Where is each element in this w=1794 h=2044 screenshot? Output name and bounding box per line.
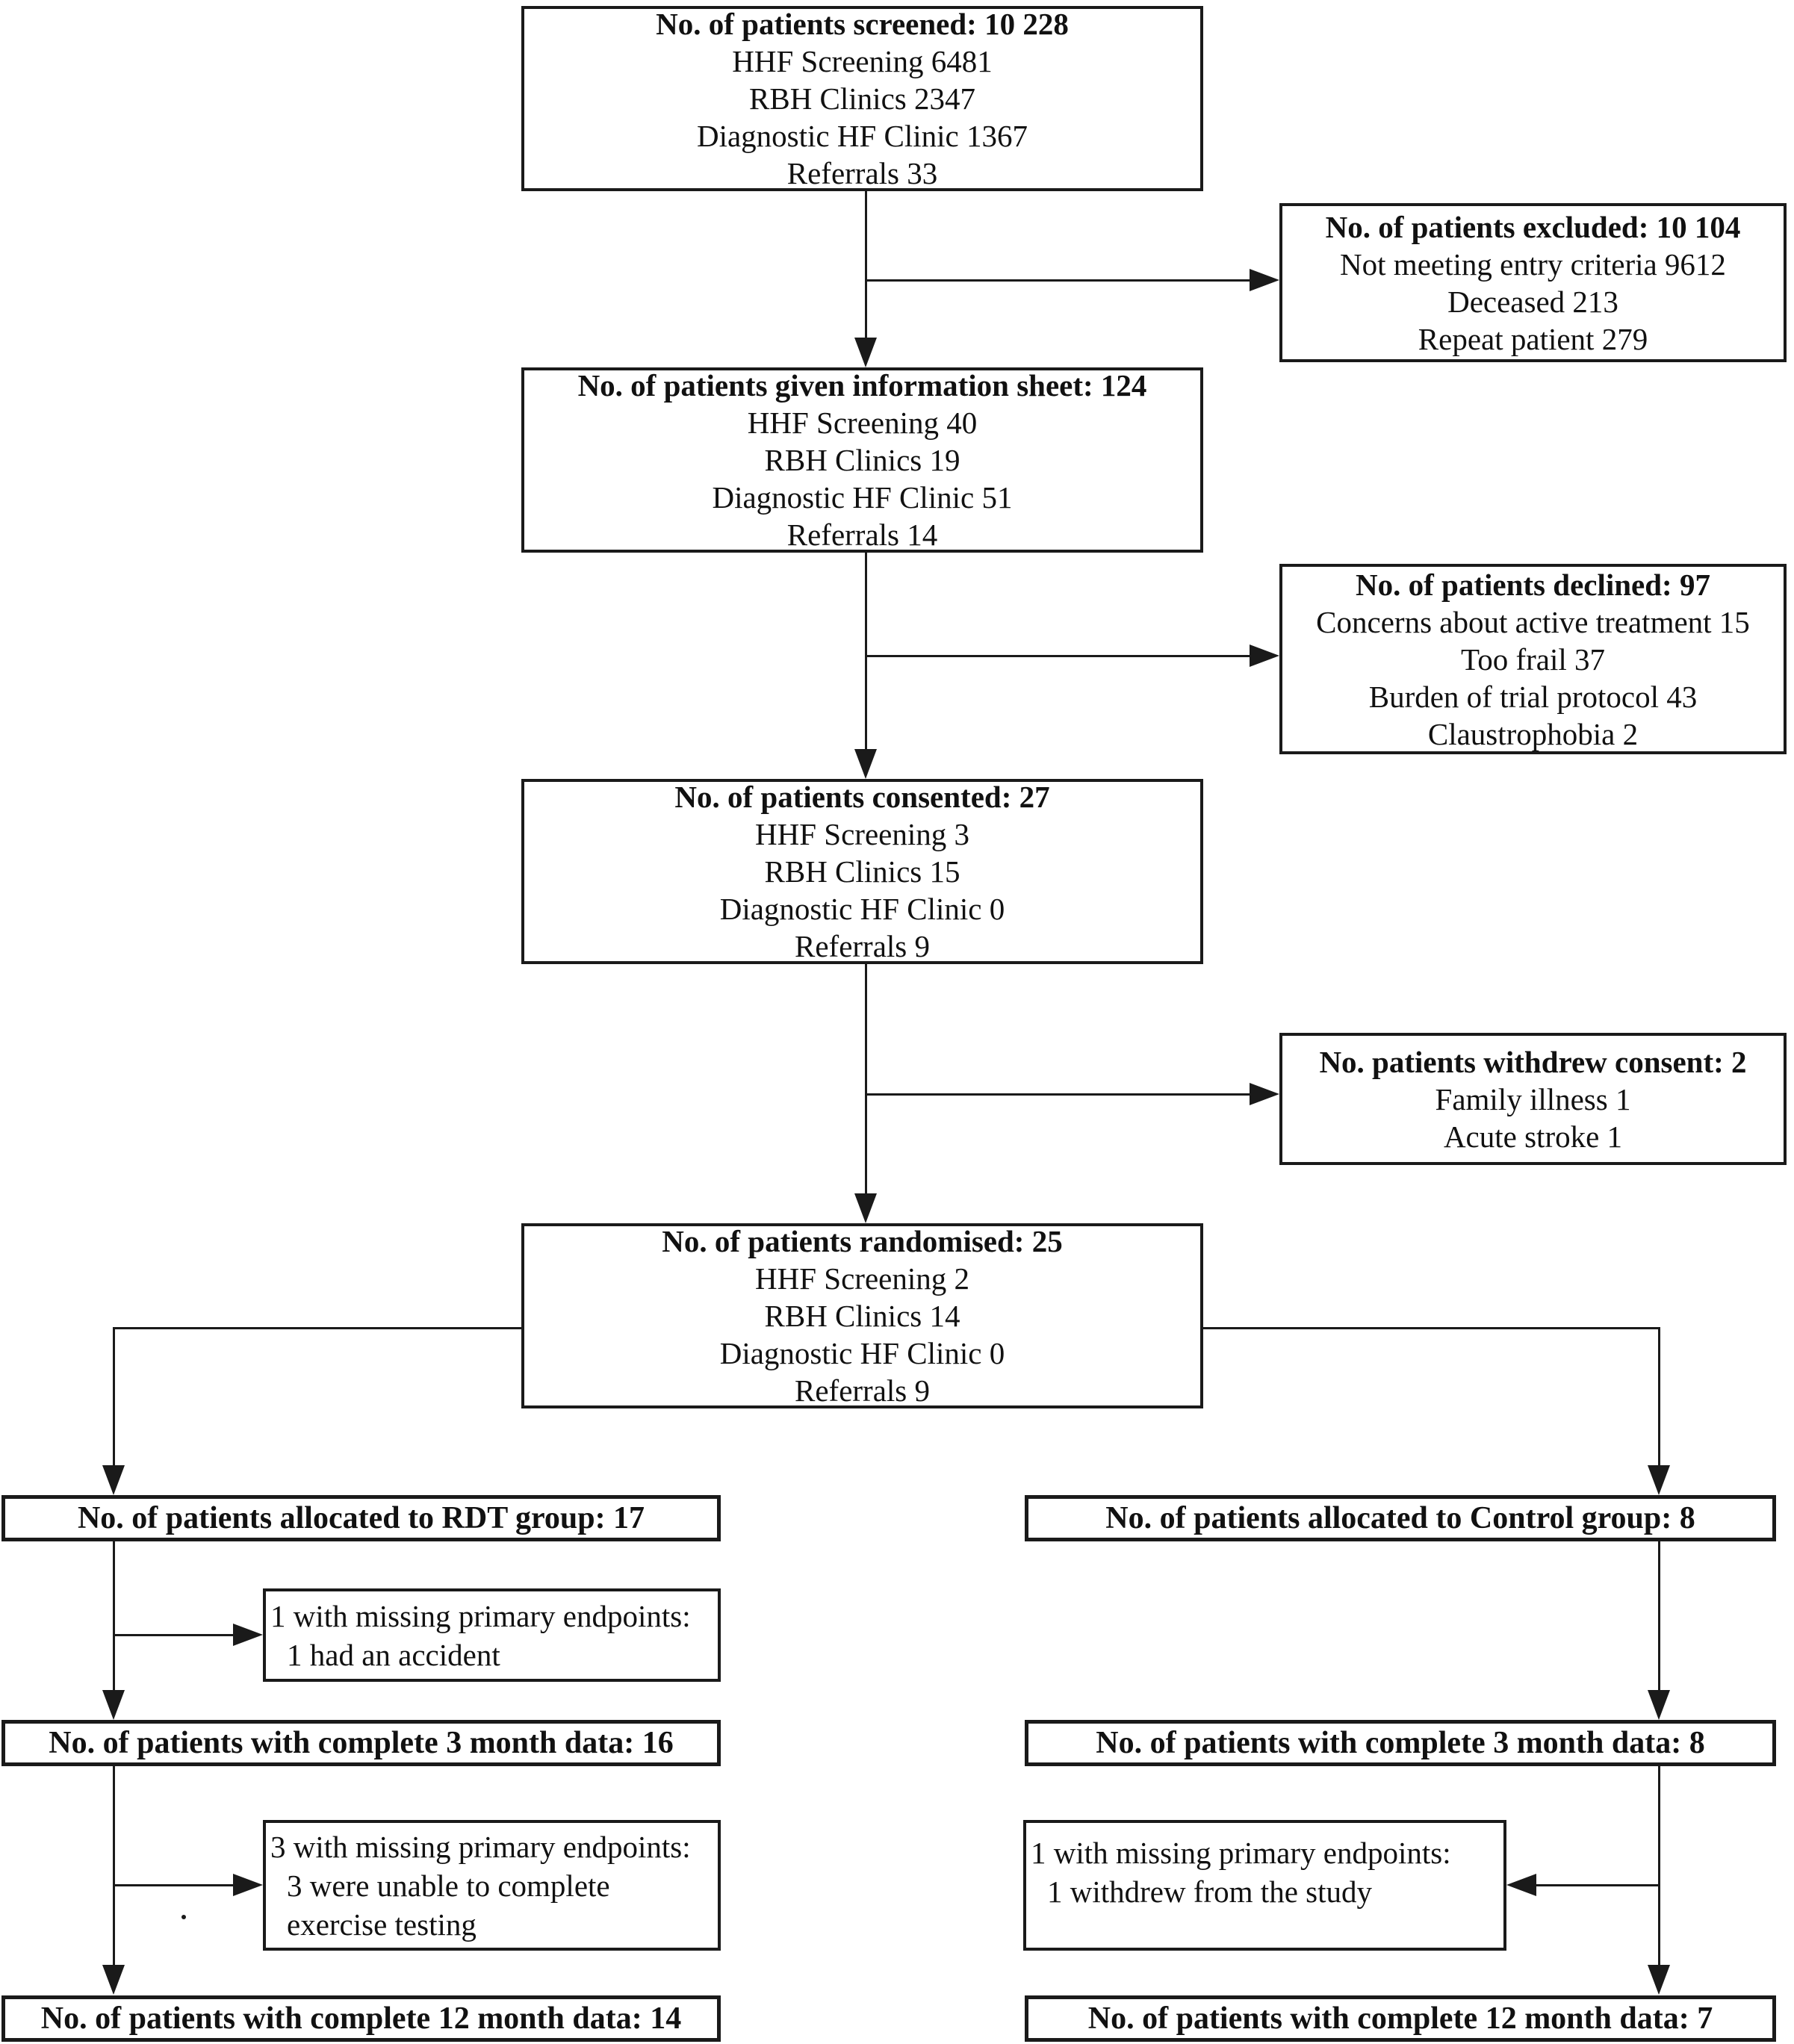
box-line: 1 with missing primary endpoints: bbox=[270, 1598, 691, 1633]
arrowhead-down bbox=[854, 338, 877, 367]
arrowhead-down bbox=[1648, 1465, 1670, 1495]
stray-dot bbox=[181, 1915, 186, 1919]
rdt-complete-12m-box: No. of patients with complete 12 month d… bbox=[1, 1995, 721, 2042]
connector-line bbox=[1658, 1327, 1660, 1465]
control-missing-12m-box: 1 with missing primary endpoints: 1 with… bbox=[1023, 1820, 1506, 1951]
rdt-missing-3m-box: 1 with missing primary endpoints: 1 had … bbox=[263, 1588, 721, 1682]
box-title: No. patients withdrew consent: 2 bbox=[1319, 1044, 1747, 1079]
arrowhead-down bbox=[102, 1965, 125, 1995]
arrowhead-right bbox=[233, 1624, 263, 1646]
box-title: No. of patients excluded: 10 104 bbox=[1325, 209, 1741, 244]
arrowhead-right bbox=[1250, 269, 1279, 291]
arrowhead-left bbox=[1506, 1874, 1536, 1896]
box-line: 1 withdrew from the study bbox=[1047, 1874, 1372, 1909]
box-line: Claustrophobia 2 bbox=[1427, 716, 1639, 751]
connector-line bbox=[865, 964, 867, 1193]
connector-line bbox=[866, 1093, 1250, 1096]
arrowhead-down bbox=[102, 1690, 125, 1720]
excluded-box: No. of patients excluded: 10 104 Not mee… bbox=[1279, 203, 1787, 362]
box-title: No. of patients consented: 27 bbox=[674, 780, 1050, 814]
connector-line bbox=[1658, 1766, 1660, 1965]
rdt-allocated-box: No. of patients allocated to RDT group: … bbox=[1, 1495, 721, 1541]
box-line: Diagnostic HF Clinic 1367 bbox=[696, 119, 1028, 153]
box-line: Diagnostic HF Clinic 0 bbox=[719, 1336, 1005, 1370]
box-title: No. of patients randomised: 25 bbox=[662, 1224, 1063, 1258]
box-line: Acute stroke 1 bbox=[1443, 1119, 1623, 1154]
info-sheet-box: No. of patients given information sheet:… bbox=[521, 367, 1203, 553]
box-line: RBH Clinics 15 bbox=[764, 854, 960, 889]
box-line: RBH Clinics 19 bbox=[764, 443, 960, 477]
box-line: Referrals 9 bbox=[795, 1373, 930, 1408]
consented-box: No. of patients consented: 27 HHF Screen… bbox=[521, 779, 1203, 964]
arrowhead-right bbox=[1250, 1083, 1279, 1105]
connector-line bbox=[114, 1634, 233, 1636]
box-line: Diagnostic HF Clinic 51 bbox=[712, 480, 1013, 515]
connector-line bbox=[114, 1327, 521, 1329]
box-line: 3 were unable to complete bbox=[287, 1868, 610, 1903]
box-line: Too frail 37 bbox=[1461, 642, 1605, 677]
box-line: 3 with missing primary endpoints: bbox=[270, 1829, 691, 1864]
box-line: HHF Screening 2 bbox=[755, 1261, 969, 1296]
connector-line bbox=[113, 1766, 115, 1965]
arrowhead-down bbox=[1648, 1965, 1670, 1995]
box-line: Burden of trial protocol 43 bbox=[1368, 679, 1698, 714]
control-allocated-box: No. of patients allocated to Control gro… bbox=[1025, 1495, 1776, 1541]
withdrew-consent-box: No. patients withdrew consent: 2 Family … bbox=[1279, 1033, 1787, 1165]
control-complete-12m-box: No. of patients with complete 12 month d… bbox=[1025, 1995, 1776, 2042]
connector-line bbox=[1203, 1327, 1660, 1329]
connector-line bbox=[114, 1884, 233, 1886]
box-line: 1 had an accident bbox=[287, 1637, 500, 1672]
box-title: No. of patients allocated to Control gro… bbox=[1105, 1501, 1695, 1535]
control-complete-3m-box: No. of patients with complete 3 month da… bbox=[1025, 1720, 1776, 1766]
box-title: No. of patients screened: 10 228 bbox=[656, 7, 1069, 41]
connector-line bbox=[113, 1541, 115, 1690]
arrowhead-down bbox=[854, 749, 877, 779]
box-line: Not meeting entry criteria 9612 bbox=[1340, 246, 1726, 282]
box-line: Concerns about active treatment 15 bbox=[1316, 604, 1750, 639]
box-line: exercise testing bbox=[287, 1907, 477, 1942]
connector-line bbox=[866, 279, 1250, 282]
box-line: HHF Screening 3 bbox=[755, 817, 969, 851]
arrowhead-right bbox=[1250, 644, 1279, 667]
rdt-complete-3m-box: No. of patients with complete 3 month da… bbox=[1, 1720, 721, 1766]
screened-box: No. of patients screened: 10 228 HHF Scr… bbox=[521, 6, 1203, 191]
connector-line bbox=[865, 191, 867, 338]
rdt-missing-12m-box: 3 with missing primary endpoints: 3 were… bbox=[263, 1820, 721, 1951]
box-line: HHF Screening 40 bbox=[747, 406, 978, 440]
connector-line bbox=[1658, 1541, 1660, 1690]
box-title: No. of patients with complete 12 month d… bbox=[1087, 2001, 1713, 2036]
box-line: Referrals 33 bbox=[786, 156, 938, 190]
connector-line bbox=[113, 1327, 115, 1465]
box-title: No. of patients given information sheet:… bbox=[577, 368, 1147, 403]
box-line: RBH Clinics 14 bbox=[764, 1299, 960, 1333]
box-line: Referrals 9 bbox=[795, 929, 930, 963]
connector-line bbox=[1536, 1884, 1660, 1886]
connector-line bbox=[866, 655, 1250, 657]
connector-line bbox=[865, 553, 867, 749]
box-line: Deceased 213 bbox=[1447, 284, 1618, 319]
randomised-box: No. of patients randomised: 25 HHF Scree… bbox=[521, 1223, 1203, 1408]
declined-box: No. of patients declined: 97 Concerns ab… bbox=[1279, 564, 1787, 754]
box-line: RBH Clinics 2347 bbox=[749, 81, 975, 116]
box-line: Family illness 1 bbox=[1435, 1081, 1631, 1116]
box-line: HHF Screening 6481 bbox=[732, 44, 993, 78]
box-line: Repeat patient 279 bbox=[1418, 321, 1648, 356]
arrowhead-down bbox=[1648, 1690, 1670, 1720]
arrowhead-right bbox=[233, 1874, 263, 1896]
box-title: No. of patients allocated to RDT group: … bbox=[77, 1501, 645, 1535]
box-title: No. of patients with complete 3 month da… bbox=[49, 1726, 674, 1760]
arrowhead-down bbox=[854, 1193, 877, 1223]
box-title: No. of patients with complete 3 month da… bbox=[1096, 1726, 1705, 1760]
box-line: Diagnostic HF Clinic 0 bbox=[719, 892, 1005, 926]
box-line: 1 with missing primary endpoints: bbox=[1031, 1836, 1451, 1870]
box-title: No. of patients declined: 97 bbox=[1356, 567, 1710, 602]
arrowhead-down bbox=[102, 1465, 125, 1495]
box-title: No. of patients with complete 12 month d… bbox=[40, 2001, 682, 2036]
box-line: Referrals 14 bbox=[786, 518, 938, 552]
